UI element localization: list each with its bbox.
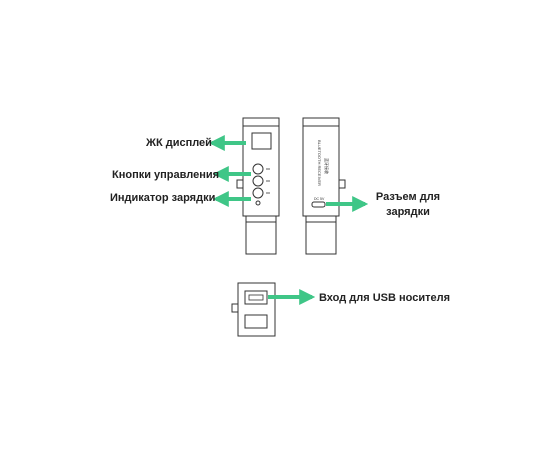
lcd-display [251, 132, 272, 150]
usb-view [231, 282, 276, 337]
label-charge-port-line1: Разъем для [375, 191, 441, 203]
control-button-3 [252, 187, 264, 199]
label-charge-indicator: Индикатор зарядки [110, 192, 216, 204]
label-lcd-display: ЖК дисплей [146, 137, 212, 149]
charging-port [311, 201, 326, 208]
front-plug [245, 215, 277, 255]
device-side-label: BLUETOOTH RECEIVER [317, 140, 322, 186]
usb-side-tab [231, 303, 239, 313]
front-view [236, 117, 280, 255]
control-button-2 [252, 175, 264, 187]
control-button-1 [252, 163, 264, 175]
label-usb-input: Вход для USB носителя [319, 292, 450, 304]
charge-indicator-led [255, 200, 261, 206]
usb-port [244, 290, 268, 305]
label-charge-port-line2: зарядки [386, 206, 430, 218]
side-plug [305, 215, 337, 255]
port-mark: DC 5V [314, 197, 325, 201]
label-control-buttons: Кнопки управления [112, 169, 220, 181]
front-side-tab [236, 179, 244, 189]
side-tab [338, 179, 346, 189]
arrows [208, 135, 369, 305]
label-charge-port: Разъем для зарядки [372, 190, 444, 220]
device-side-label-cn: 蓝牙接收 [324, 158, 330, 174]
side-view [302, 117, 346, 255]
usb-lower-slot [244, 314, 268, 329]
